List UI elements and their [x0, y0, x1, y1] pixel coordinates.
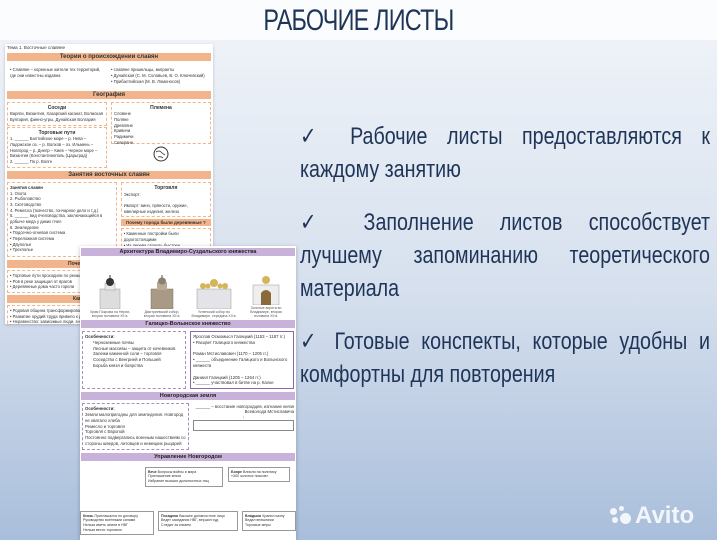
tribe-4: Радимичи	[114, 134, 134, 140]
routes-title: Торговые пути	[38, 129, 76, 136]
tribes-title: Племена	[150, 104, 172, 111]
worksheet-topic: Тема 1. Восточные славяне	[7, 45, 65, 50]
church-caption: Дмитриевский собор, вторая половина XII …	[143, 310, 181, 318]
occ-item: • Переложная система	[10, 235, 55, 241]
church-caption: Храм Покрова на Нерли, вторая половина X…	[89, 310, 131, 318]
gal-feature: Борьба князя и боярства	[93, 362, 143, 368]
avito-label: Avito	[635, 502, 695, 529]
section-heading-novgorod: Новгородская земля	[81, 392, 295, 401]
church-pokrov: Храм Покрова на Нерли, вторая половина X…	[87, 275, 133, 318]
section-heading-wooden: Почему города были деревянные ?	[120, 219, 211, 227]
occ-item: 5. ______ вид пчеловодства, заключающийс…	[10, 213, 103, 224]
gal-features-title: Особенности:	[85, 334, 115, 339]
nov-uprising-text: ______ – восстание новгородцев, изгнание…	[195, 404, 294, 415]
church-caption: Успенский собор во Владимире, середина X…	[191, 310, 237, 318]
neighbors-text: Варяги, Византия, Хазарский каганат, Вол…	[10, 111, 104, 123]
tribe-1: Поляне	[114, 117, 129, 123]
origin-left: • Славяне – коренные жители тех территор…	[10, 67, 101, 78]
page-title: РАБОЧИЕ ЛИСТЫ	[263, 4, 454, 37]
tribe-0: Словене	[114, 111, 131, 117]
trade-title: Торговля	[154, 184, 178, 191]
header-bar	[0, 0, 717, 40]
occ-item: 4. Ремесла (ткачество, гончарное дело и …	[10, 207, 99, 213]
section-heading-architecture: Архитектура Владимиро-Суздальского княже…	[81, 248, 295, 256]
neighbors-title: Соседи	[47, 104, 67, 111]
occ-item: • Трехполье	[10, 247, 34, 253]
occ-item: 1. Охота	[10, 190, 27, 196]
arrow-down-icon: ↓	[242, 414, 245, 420]
nov-feature: Постоянно подвергались военным нашествия…	[85, 435, 186, 446]
gal-feature: Лесные массивы – защита от кочевников	[93, 345, 176, 351]
section-heading-galicia: Галицко-Волынское княжество	[81, 320, 295, 328]
gal-rulers: Ярослав Осмомысл Галицкий (1153 – 1187 г…	[190, 331, 294, 390]
occ-item: 3. Скотоводство	[10, 201, 42, 207]
nov-features-title: Особенности:	[85, 406, 115, 412]
org-boyars: Бояре Влияли на политику«300 золотых поя…	[228, 466, 290, 483]
occ-item: • Подсечно-огневая система	[10, 230, 66, 236]
benefit-item: ✓ Заполнение листов способствует лучшему…	[300, 209, 710, 302]
gal-feature: Черноземные почвы	[93, 339, 134, 345]
occ-item: 2. Рыболовство	[10, 196, 41, 202]
golden-gate: Золотые ворота во Владимире, вторая поло…	[243, 271, 289, 318]
church-dmitrievsky: Дмитриевский собор, вторая половина XII …	[139, 275, 185, 318]
avito-watermark: Avito	[610, 502, 694, 530]
church-icon	[196, 279, 232, 309]
benefit-item: ✓ Готовые конспекты, которые удобны и ко…	[300, 328, 710, 388]
section-heading-governance: Управление Новгородом	[81, 452, 295, 461]
nov-feature: Торговля с Европой	[85, 429, 125, 435]
church-icon	[252, 276, 280, 305]
routes-text: 1. ______ Балтийское море – р. Нева – Ла…	[10, 136, 98, 165]
section-heading-occupations: Занятия восточных славян	[7, 170, 211, 179]
tribe-5: Северяне	[114, 139, 134, 145]
origin-right: • славяне пришельцы, мигранты • Дунайска…	[111, 67, 205, 84]
globe-icon	[109, 146, 213, 163]
benefit-item: ✓ Рабочие листы предоставляются к каждом…	[300, 123, 710, 183]
church-icon	[150, 275, 174, 309]
nov-feature: Земли малопригодны для земледелия. Новго…	[85, 411, 184, 423]
section-heading-origin: Теории о происхождении славян	[7, 53, 211, 61]
trade-text: Экспорт: Импорт: вино, пряности, оружие,…	[123, 191, 188, 214]
occ-item: • Двуполье	[10, 241, 32, 247]
church-caption: Золотые ворота во Владимире, вторая поло…	[250, 306, 282, 318]
nov-feature: Ремесло и торговля	[85, 423, 125, 429]
church-icon	[99, 275, 121, 309]
section-heading-geography: География	[7, 90, 211, 99]
occ-item: 6. Земледелие	[10, 224, 39, 230]
gal-feature: Соседство с Венгрией и Польшей	[93, 357, 161, 363]
church-uspensky: Успенский собор во Владимире, середина X…	[191, 275, 237, 318]
occ-title: Занятия славян	[10, 184, 43, 190]
benefits-list: ✓ Рабочие листы предоставляются к каждом…	[300, 120, 712, 411]
gal-feature: Залежи каменной соли – торговля	[93, 351, 162, 357]
worksheet-russian-principalities: Архитектура Владимиро-Суздальского княже…	[80, 246, 296, 540]
tribe-2: Древляне	[114, 122, 133, 128]
tribe-3: Кривичи	[114, 128, 131, 134]
avito-logo-icon	[610, 506, 632, 526]
answer-box	[193, 420, 294, 432]
